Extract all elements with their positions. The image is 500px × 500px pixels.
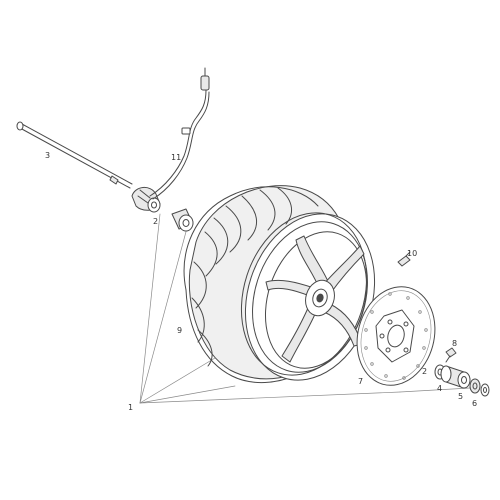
callout-2: 2 <box>153 217 159 226</box>
bearing-part-4 <box>440 365 471 389</box>
nut-part-5 <box>469 378 481 394</box>
bolt-part-8 <box>445 347 457 363</box>
leader-lines <box>139 213 471 404</box>
speedometer-drive-part <box>131 187 161 213</box>
wheel-hub-and-spokes <box>265 235 365 363</box>
callout-7: 7 <box>358 377 364 386</box>
callout-8: 8 <box>452 339 458 348</box>
callout-4: 4 <box>437 384 443 393</box>
callout-11: 11 <box>171 153 182 162</box>
callout-2-right: 2 <box>422 367 428 376</box>
callout-3: 3 <box>45 151 51 160</box>
callout-1: 1 <box>128 403 134 412</box>
speedometer-cable-part-11 <box>149 67 210 200</box>
callout-5: 5 <box>458 392 464 401</box>
valve-part-10 <box>397 251 411 267</box>
axle-part-3 <box>16 121 133 189</box>
spacer-sleeve <box>171 208 194 232</box>
callout-6: 6 <box>472 399 478 408</box>
callout-9: 9 <box>177 326 183 335</box>
brake-disc-part-7 <box>356 286 436 386</box>
nut-part-6 <box>480 383 490 397</box>
callout-10: 10 <box>407 249 418 258</box>
